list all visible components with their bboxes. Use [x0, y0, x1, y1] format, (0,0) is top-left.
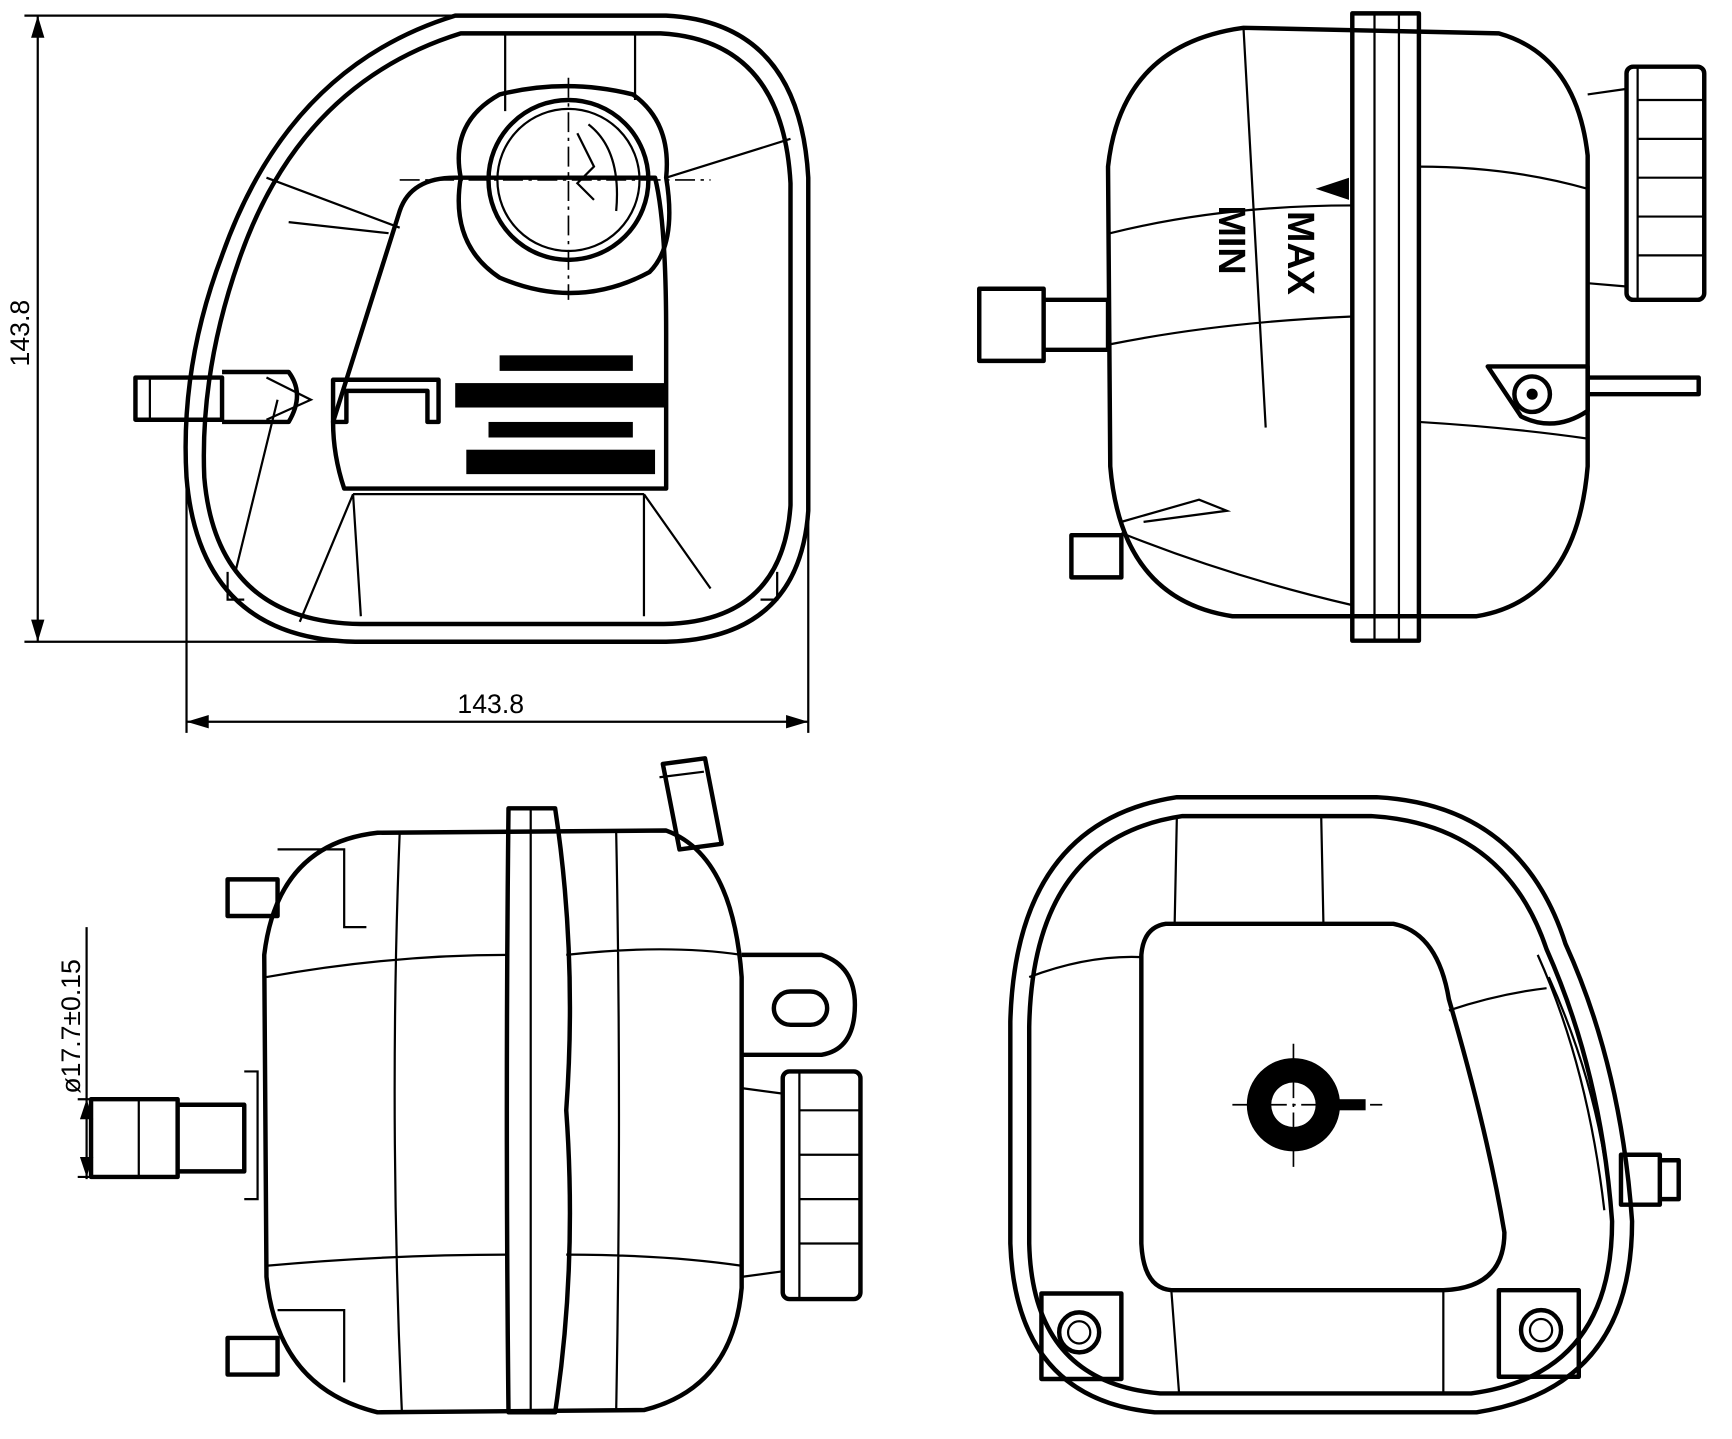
side-cap: [1624, 64, 1707, 303]
side2-flange: [504, 806, 573, 1415]
diameter-dimension: ø17.7±0.15: [56, 927, 145, 1180]
side-view-right: MAX MIN: [977, 11, 1707, 643]
bottom-mount-left: [1039, 1291, 1124, 1382]
width-dimension-label: 143.8: [457, 689, 524, 719]
diameter-dimension-label: ø17.7±0.15: [56, 959, 86, 1094]
side-mount-bracket: [1485, 364, 1701, 426]
bottom-hose-connector: [1618, 1152, 1681, 1207]
side-flange: [1350, 11, 1422, 643]
front-hose-connector: [133, 369, 300, 425]
width-dimension: 143.8: [185, 477, 810, 733]
front-view: 143.8 143.8: [5, 13, 811, 733]
side2-hose-connector: [88, 1096, 247, 1180]
bottom-center-panel: [1139, 921, 1507, 1293]
bottom-mount-right: [1496, 1287, 1582, 1379]
side-view-left: ø17.7±0.15: [56, 756, 863, 1415]
side2-top-hose: [660, 756, 724, 852]
bottom-view: [1008, 794, 1681, 1415]
side2-cap: [780, 1069, 863, 1302]
side2-mount-tab: [741, 952, 858, 1058]
min-level-mark: MIN: [1211, 205, 1253, 274]
height-dimension-label: 143.8: [5, 300, 35, 367]
front-outer-outline: [183, 13, 811, 645]
height-dimension: 143.8: [5, 14, 456, 643]
front-embossed-text: [455, 355, 667, 475]
side-body-outline: [1105, 25, 1590, 619]
side-hose-connector: [977, 286, 1111, 364]
front-cap: [456, 83, 672, 296]
bottom-inner-outline: [1026, 813, 1615, 1396]
side2-body-outline: [262, 828, 744, 1415]
max-level-mark: MAX: [1280, 211, 1322, 295]
front-inner-outline: [201, 31, 793, 627]
